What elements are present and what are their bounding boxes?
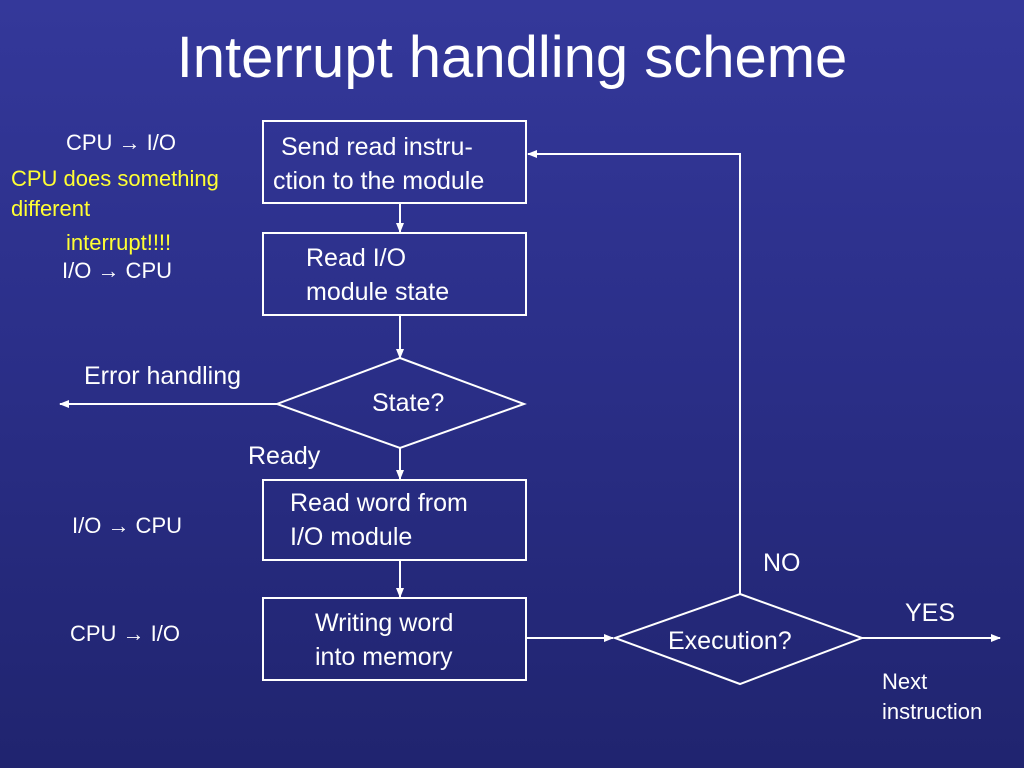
note-io-to-cpu-1: I/O → CPU [62,258,173,283]
send-read-instruction-line2: ction to the module [273,167,485,195]
note-cpu-to-io-2: CPU → I/O [70,621,181,646]
error-handling-label: Error handling [84,362,242,390]
read-module-state-line1: Read I/O [306,244,407,272]
read-module-state-line2: module state [306,278,450,306]
read-module-state-box [262,232,527,316]
read-word-box [262,479,527,561]
page-title: Interrupt handling scheme [176,25,848,90]
write-word-box [262,597,527,681]
execution-decision-diamond [612,592,865,686]
no-label: NO [763,549,801,577]
arrow-no-loop [527,150,741,594]
state-decision-diamond [274,356,527,450]
note-does-something-line2: different [11,196,91,221]
note-does-something-line1: CPU does something [11,166,219,191]
write-word-line1: Writing word [315,609,454,637]
note-io-to-cpu-2: I/O → CPU [72,513,183,538]
state-decision-label: State? [372,389,445,417]
note-interrupt: interrupt!!!! [66,230,172,255]
note-cpu-to-io-1: CPU → I/O [66,130,177,155]
send-read-instruction-line1: Send read instru- [281,133,473,161]
write-word-line2: into memory [315,643,453,671]
read-word-line1: Read word from [290,489,468,517]
ready-label: Ready [248,442,321,470]
execution-decision-label: Execution? [668,627,792,655]
next-instruction-line1: Next [882,669,928,694]
send-read-instruction-box [262,120,527,204]
read-word-line2: I/O module [290,523,413,551]
yes-label: YES [905,599,956,627]
next-instruction-line2: instruction [882,699,983,724]
